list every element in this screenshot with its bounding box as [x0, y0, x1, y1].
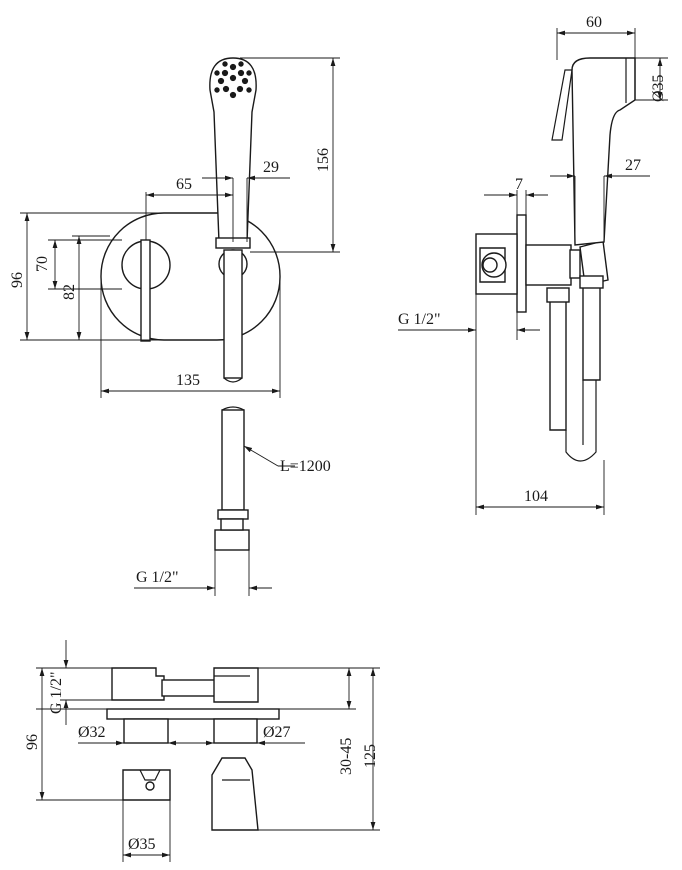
dim-135-label: 135	[176, 372, 200, 389]
side-hose-left	[549, 299, 567, 431]
spray-nozzle-holes	[214, 61, 252, 99]
side-dim-104-label: 104	[524, 488, 548, 505]
side-view: 60 Ø35 27 7 G 1/2" 104	[398, 14, 668, 515]
shower-hose	[223, 249, 243, 379]
side-dim-d35-label: Ø35	[650, 74, 667, 102]
bottom-dim-125-label: 125	[362, 744, 379, 768]
dim-70-label: 70	[34, 256, 51, 272]
side-hand-shower	[571, 57, 636, 246]
bottom-view: G 1/2" 96 Ø32 Ø27 30-45 125 Ø35	[24, 640, 380, 862]
bottom-thread-label: G 1/2"	[48, 671, 65, 714]
dim-29-label: 29	[263, 159, 279, 176]
bottom-dim-30-45-label: 30-45	[338, 738, 355, 775]
bottom-dim-d35-label: Ø35	[128, 836, 156, 853]
side-thread-label: G 1/2"	[398, 311, 441, 328]
side-dim-60-label: 60	[586, 14, 602, 31]
dim-156-label: 156	[315, 148, 332, 172]
bottom-dim-d32-label: Ø32	[78, 724, 106, 741]
side-wall-plate	[516, 214, 527, 313]
side-dim-7-label: 7	[515, 176, 523, 193]
bottom-dim-96-label: 96	[24, 734, 41, 750]
side-hose-right	[582, 284, 601, 381]
hose-nut	[217, 509, 249, 520]
hose-detail-view: L=1200 G 1/2"	[134, 406, 331, 596]
hose-fitting	[214, 529, 250, 551]
front-view: 65 29 156 96 70 82 135	[9, 57, 340, 398]
dim-65-label: 65	[176, 176, 192, 193]
mixer-lever	[140, 239, 151, 342]
bottom-dim-d27-label: Ø27	[263, 724, 291, 741]
bottom-outlet	[211, 757, 259, 831]
hose-thread-label: G 1/2"	[136, 569, 179, 586]
dim-82-label: 82	[61, 284, 78, 300]
side-dim-27-label: 27	[625, 157, 641, 174]
bottom-mixer-body	[111, 667, 165, 701]
dim-96-label: 96	[9, 272, 26, 288]
bottom-wall-plate	[106, 708, 280, 720]
hose-length-label: L=1200	[280, 458, 331, 475]
hose-body	[221, 409, 245, 511]
